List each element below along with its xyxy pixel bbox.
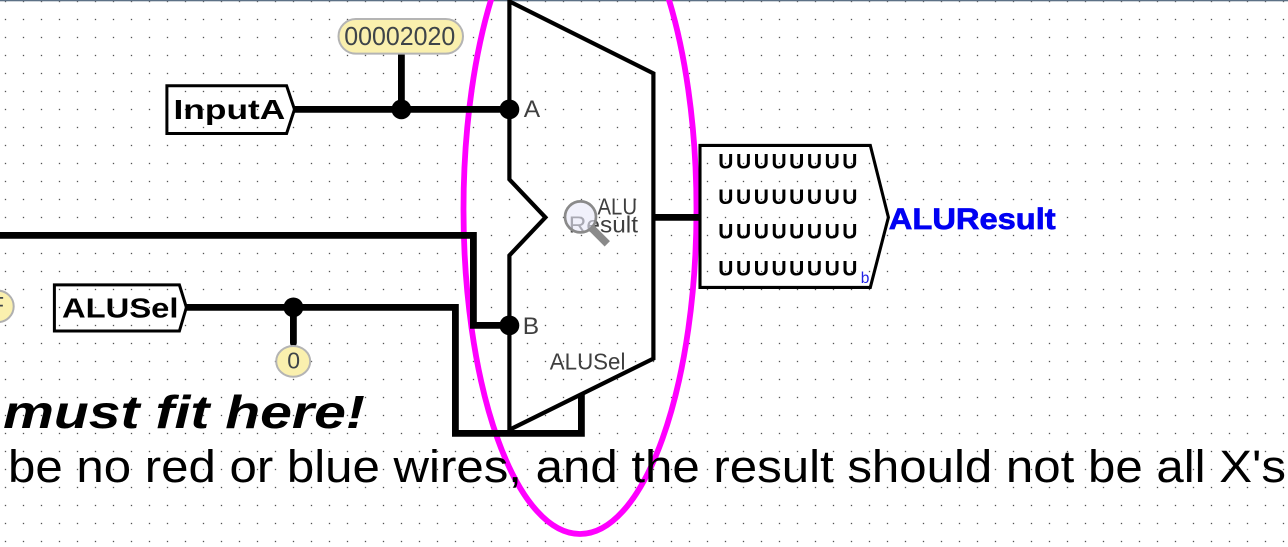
- svg-text:UUUUUUUU: UUUUUUUU: [718, 220, 860, 243]
- svg-text:b: b: [861, 270, 870, 287]
- svg-text:ALUResult: ALUResult: [889, 203, 1056, 236]
- svg-text:UUUUUUUU: UUUUUUUU: [718, 257, 860, 280]
- svg-text:0: 0: [287, 348, 300, 374]
- svg-text:B: B: [523, 313, 539, 340]
- svg-text:must fit here!: must fit here!: [3, 386, 365, 438]
- svg-text:UUUUUUUU: UUUUUUUU: [718, 150, 860, 173]
- svg-text:ALU: ALU: [598, 194, 638, 220]
- svg-text:00002020: 00002020: [344, 21, 455, 51]
- svg-text:InputA: InputA: [174, 94, 286, 125]
- svg-text:ALUSel: ALUSel: [62, 292, 179, 323]
- svg-text:F: F: [0, 292, 4, 318]
- svg-text:UUUUUUUU: UUUUUUUU: [718, 186, 860, 209]
- svg-text:be no red or blue wires, and t: be no red or blue wires, and the result …: [8, 441, 1286, 492]
- svg-text:A: A: [524, 96, 541, 123]
- svg-text:ALUSel: ALUSel: [550, 349, 626, 375]
